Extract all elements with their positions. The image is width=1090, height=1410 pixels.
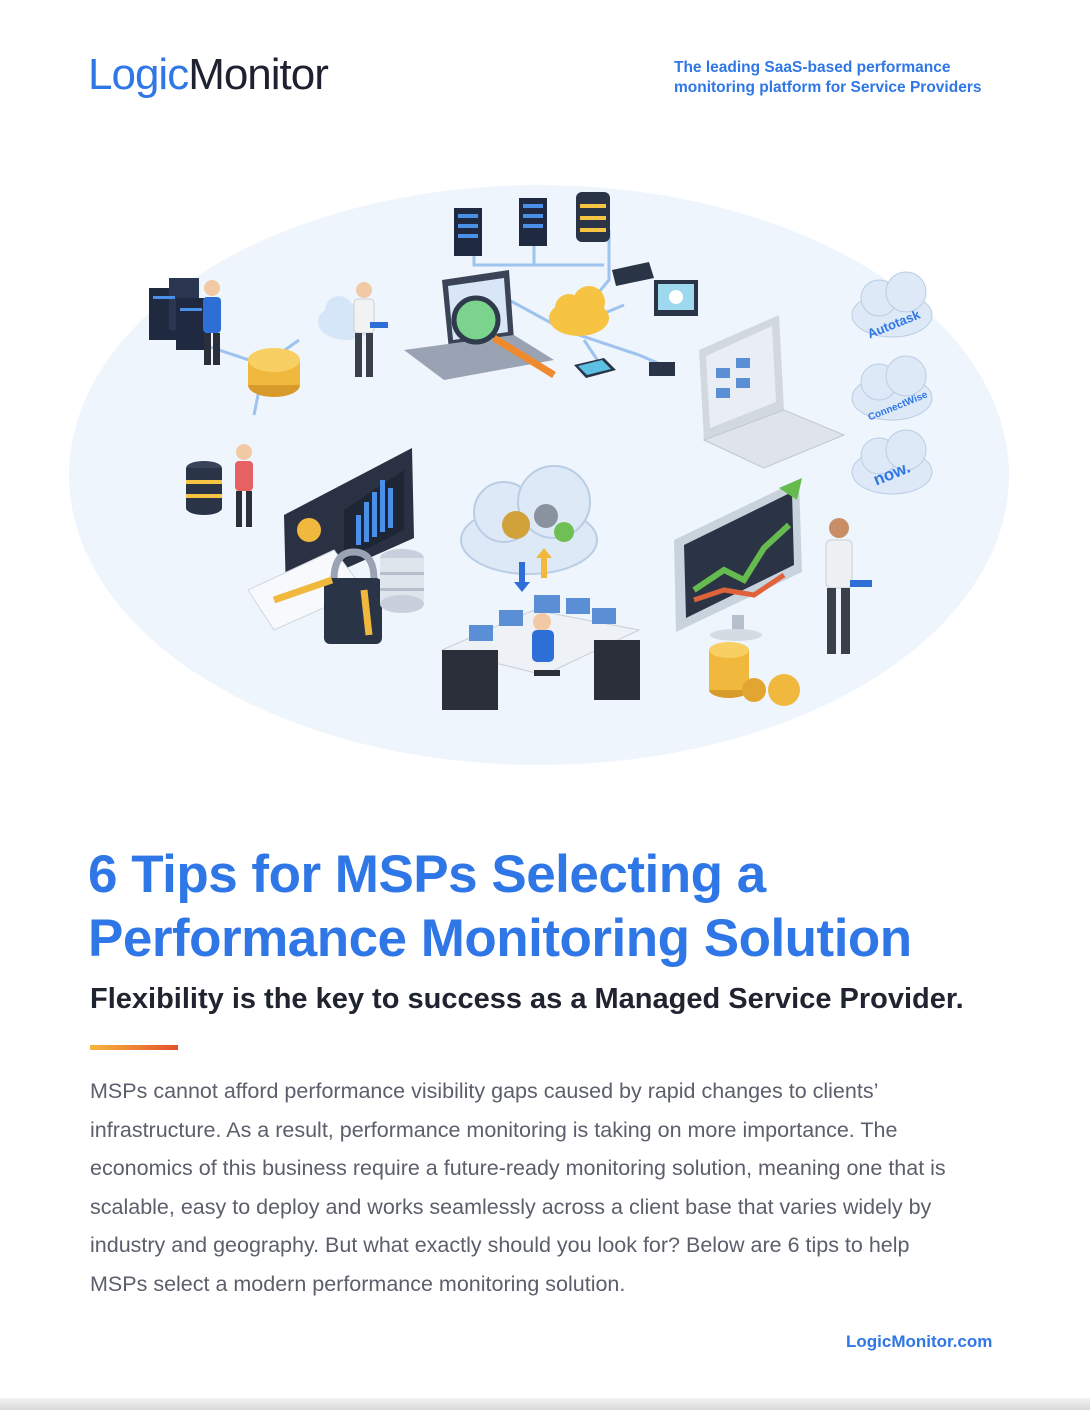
server-rack-icon	[519, 198, 547, 246]
person-icon	[203, 280, 221, 365]
logo-text-monitor: Monitor	[188, 50, 329, 99]
server-rack-icon	[454, 208, 482, 256]
person-icon	[235, 444, 253, 527]
cloud-gears-icon	[460, 465, 598, 575]
now-cloud-icon: now.	[851, 429, 933, 495]
website-link[interactable]: LogicMonitor.com	[846, 1332, 993, 1351]
hero-illustration: Autotask ConnectWise now.	[69, 185, 1009, 765]
laptop-dashboard-icon	[699, 315, 846, 469]
coin-stack-icon	[709, 642, 800, 706]
server-cluster-icon	[149, 278, 206, 350]
page-edge-shadow	[0, 1398, 1090, 1410]
connectwise-cloud-icon: ConnectWise	[851, 355, 933, 423]
page-title: 6 Tips for MSPs Selecting a Performance …	[88, 843, 1048, 971]
page-subtitle: Flexibility is the key to success as a M…	[90, 983, 964, 1015]
database-icon	[186, 461, 222, 515]
title-line-1: 6 Tips for MSPs Selecting a	[88, 845, 766, 904]
monitor-gear-icon	[654, 280, 698, 316]
coin-stack-icon	[248, 348, 300, 397]
tablet-icon	[574, 358, 616, 378]
tagline-line-2: monitoring platform for Service Provider…	[674, 79, 982, 96]
logo-text-logic: Logic	[88, 50, 189, 99]
intro-paragraph: MSPs cannot afford performance visibilit…	[90, 1079, 946, 1296]
header-tagline: The leading SaaS-based performance monit…	[674, 58, 1034, 98]
operator-desk-icon	[440, 595, 641, 710]
lock-key-icon	[247, 548, 382, 644]
growth-chart-monitor-icon	[674, 478, 802, 641]
cloud-icon	[549, 286, 609, 336]
accent-divider	[90, 1045, 178, 1050]
arrows-up-down-icon	[514, 548, 552, 592]
router-icon	[649, 362, 675, 376]
laptop-magnifier-icon	[404, 270, 556, 380]
database-icon	[576, 192, 610, 242]
autotask-cloud-icon: Autotask	[851, 271, 933, 341]
person-with-tablet-icon	[353, 282, 388, 377]
database-icon	[380, 549, 424, 613]
title-line-2: Performance Monitoring Solution	[88, 909, 912, 968]
logicmonitor-logo: LogicMonitor	[88, 50, 329, 100]
person-with-tablet-icon	[825, 518, 872, 654]
switch-icon	[612, 262, 654, 286]
tagline-line-1: The leading SaaS-based performance	[674, 59, 951, 76]
